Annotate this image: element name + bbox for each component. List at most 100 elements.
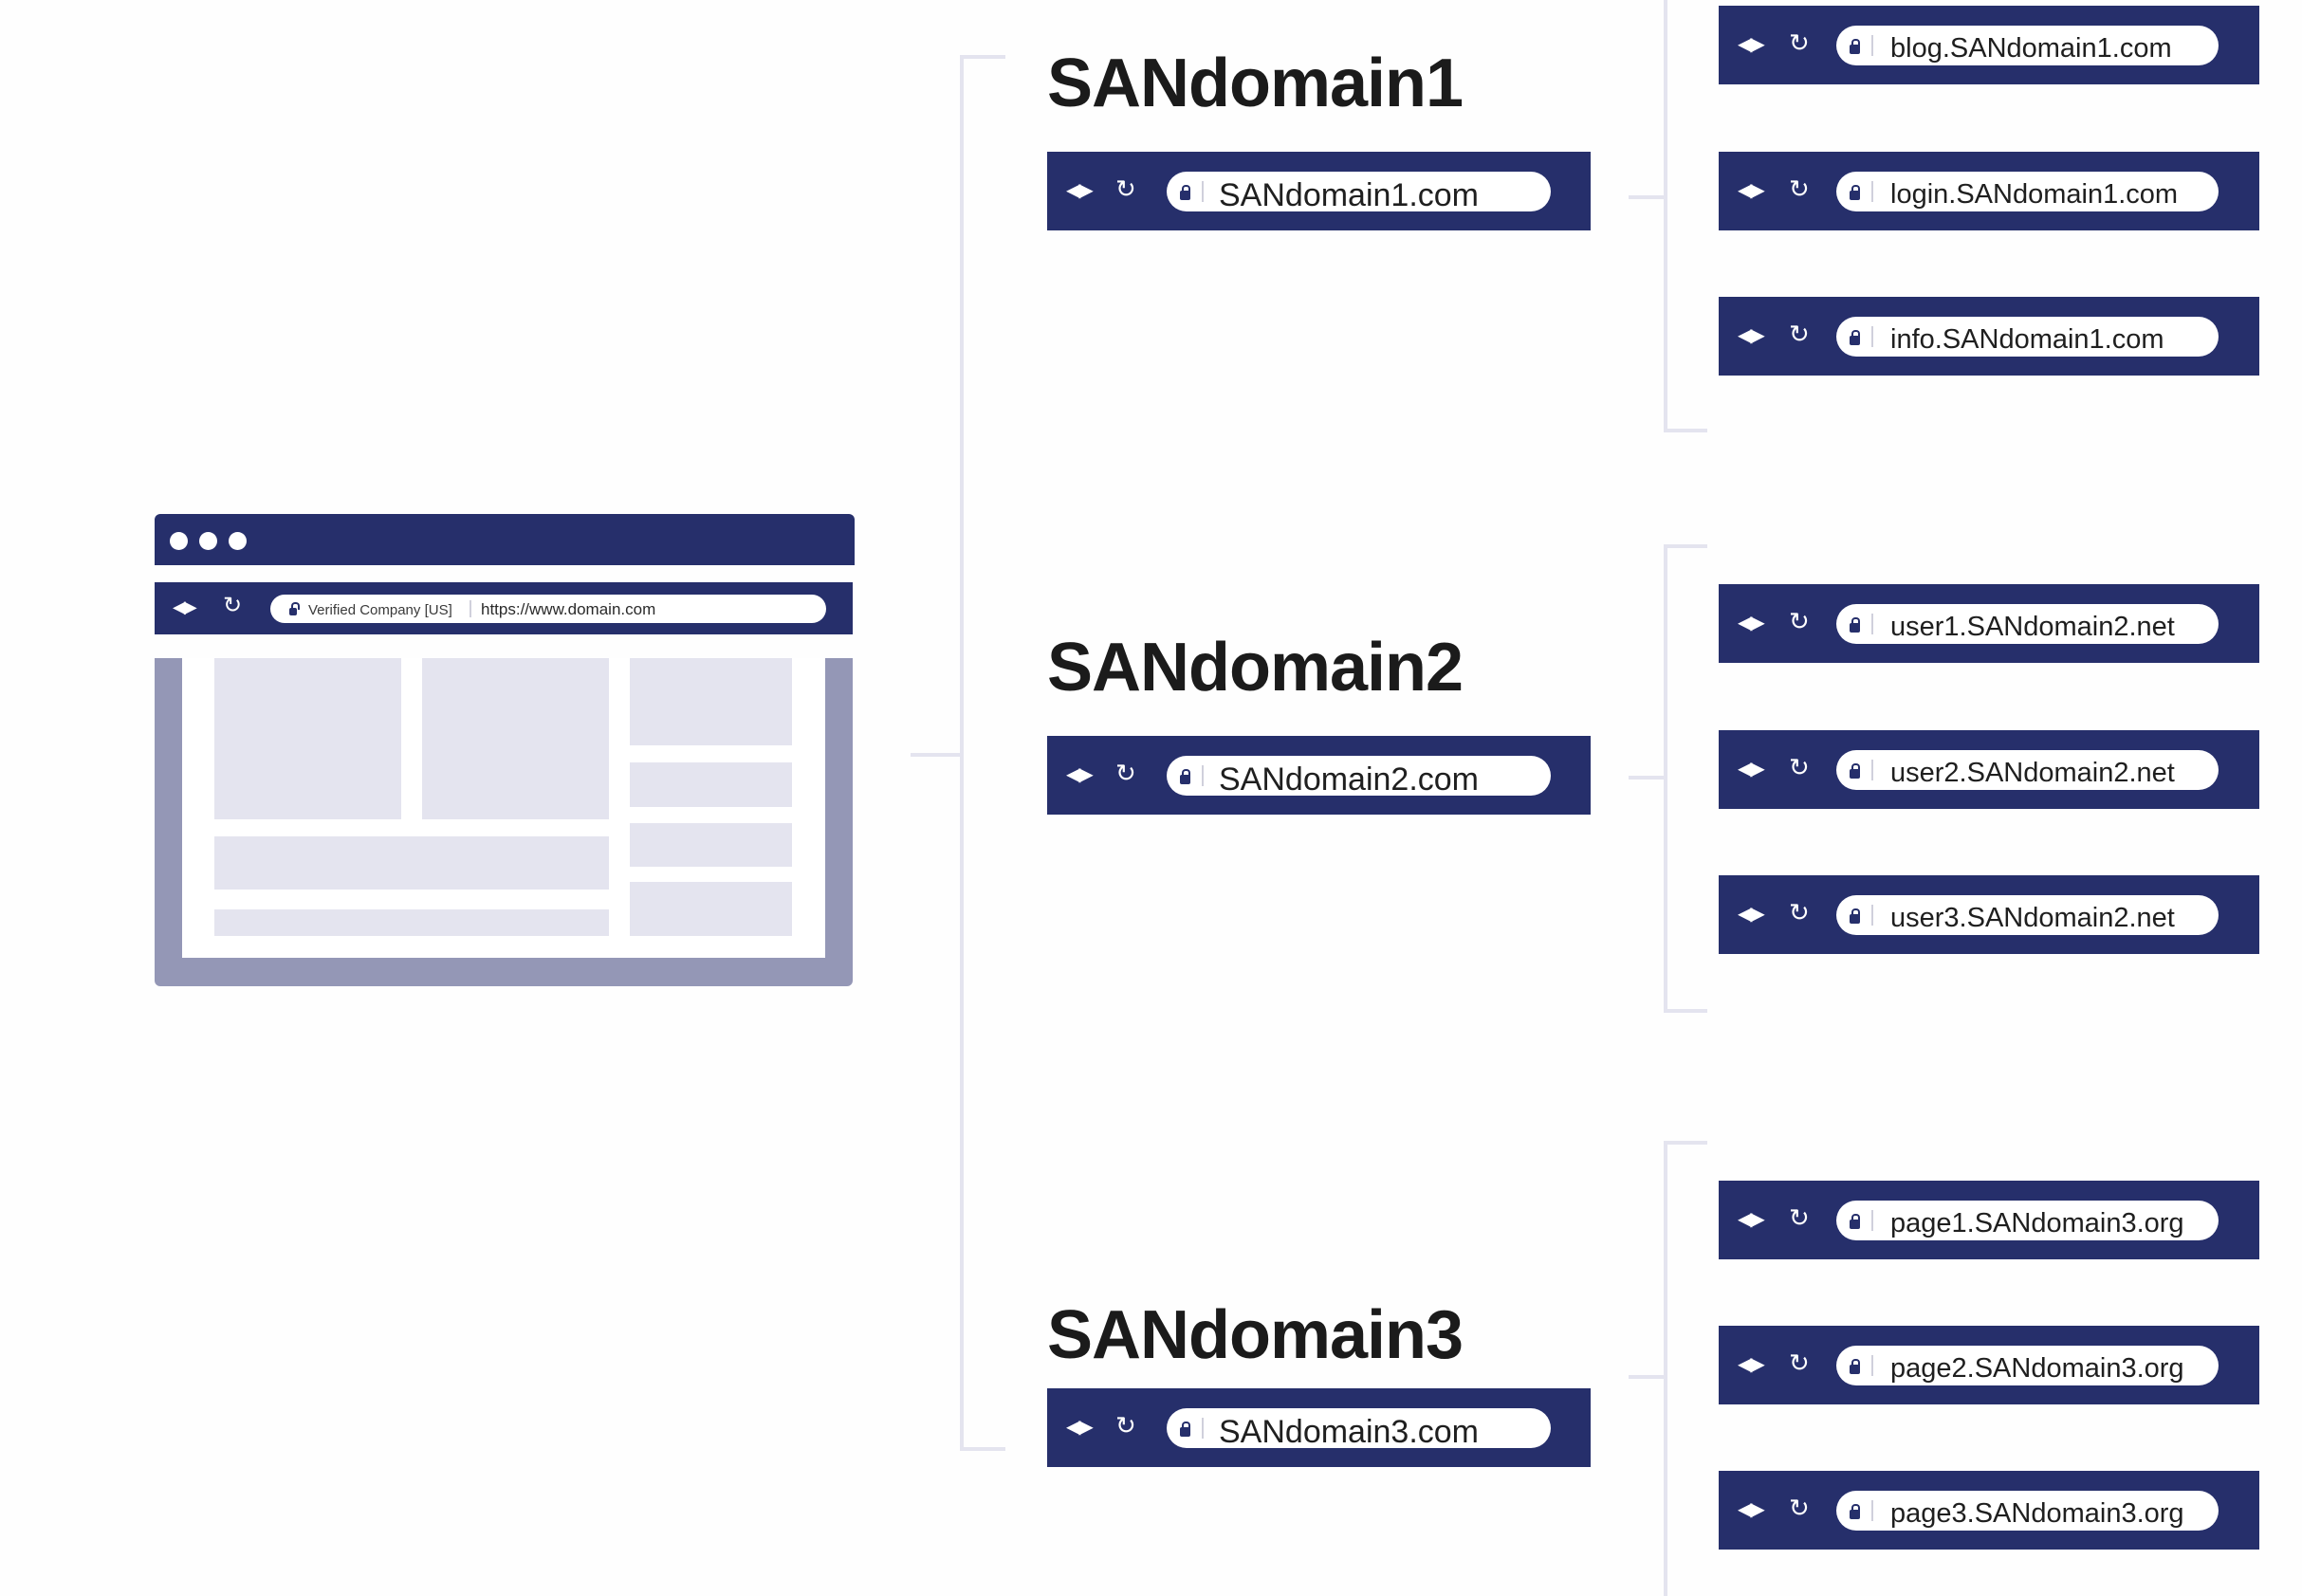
connector-group2-tick-top	[1664, 544, 1707, 548]
lock-icon	[1850, 1359, 1860, 1374]
subdomain-bar-2-3: ◀▶ ↻ user3.SANdomain2.net	[1719, 875, 2259, 954]
main-browser-titlebar	[155, 514, 855, 565]
url-separator	[1871, 760, 1873, 780]
url-separator	[1871, 1210, 1873, 1231]
window-dot-1	[170, 532, 188, 550]
content-placeholder-1	[214, 658, 401, 819]
domain-url-text-2: SANdomain2.com	[1219, 761, 1480, 798]
reload-icon: ↻	[1115, 174, 1136, 203]
url-separator	[1871, 35, 1873, 56]
lock-icon	[1850, 1214, 1860, 1229]
domain-browser-bar-1: ◀▶ ↻ SANdomain1.com	[1047, 152, 1591, 230]
connector-group1-tick-bottom	[1664, 429, 1707, 432]
window-dot-2	[199, 532, 217, 550]
subdomain-bar-2-2: ◀▶ ↻ user2.SANdomain2.net	[1719, 730, 2259, 809]
subdomain-url-text: user3.SANdomain2.net	[1890, 903, 2175, 933]
window-dot-3	[229, 532, 247, 550]
reload-icon: ↻	[1789, 320, 1810, 348]
connector-group3-vertical	[1664, 1141, 1667, 1596]
connector-sub-horizontal-1	[1629, 195, 1667, 199]
subdomain-url-bar: blog.SANdomain1.com	[1836, 26, 2219, 65]
subdomain-url-text: page2.SANdomain3.org	[1890, 1353, 2184, 1384]
subdomain-bar-1-3: ◀▶ ↻ info.SANdomain1.com	[1719, 297, 2259, 376]
lock-icon	[289, 602, 300, 615]
connector-sub-horizontal-2	[1629, 776, 1667, 780]
back-forward-icon: ◀▶	[1738, 180, 1765, 201]
lock-icon	[1180, 185, 1190, 200]
connector-main-horizontal	[911, 753, 963, 757]
content-placeholder-3	[630, 658, 792, 745]
reload-icon: ↻	[1789, 607, 1810, 635]
subdomain-url-bar: page1.SANdomain3.org	[1836, 1201, 2219, 1240]
connector-main-vertical	[960, 55, 964, 1451]
back-forward-icon: ◀▶	[1738, 1499, 1765, 1520]
lock-icon	[1850, 185, 1860, 200]
reload-icon: ↻	[1789, 753, 1810, 781]
lock-icon	[1850, 763, 1860, 779]
reload-icon: ↻	[1789, 1348, 1810, 1377]
connector-sub-horizontal-3	[1629, 1375, 1667, 1379]
back-forward-icon: ◀▶	[1066, 1417, 1094, 1438]
url-separator	[1871, 905, 1873, 926]
lock-icon	[1180, 769, 1190, 784]
domain-heading-2: SANdomain2	[1047, 630, 1464, 706]
back-forward-icon: ◀▶	[173, 597, 197, 616]
lock-icon	[1850, 617, 1860, 633]
reload-icon: ↻	[1789, 898, 1810, 926]
url-separator	[1202, 181, 1204, 202]
lock-icon	[1850, 1504, 1860, 1519]
back-forward-icon: ◀▶	[1066, 764, 1094, 785]
reload-icon: ↻	[1115, 1411, 1136, 1440]
url-separator	[1871, 181, 1873, 202]
domain-browser-bar-3: ◀▶ ↻ SANdomain3.com	[1047, 1388, 1591, 1467]
subdomain-bar-1-1: ◀▶ ↻ blog.SANdomain1.com	[1719, 6, 2259, 84]
domain-url-bar-1: SANdomain1.com	[1167, 172, 1551, 213]
url-separator	[1871, 326, 1873, 347]
reload-icon: ↻	[1115, 759, 1136, 787]
verified-company-label: Verified Company [US]	[308, 602, 452, 618]
content-placeholder-5	[214, 836, 609, 890]
back-forward-icon: ◀▶	[1738, 34, 1765, 55]
main-browser-toolbar: ◀▶ ↻ Verified Company [US] https://www.d…	[155, 582, 853, 634]
subdomain-url-text: page3.SANdomain3.org	[1890, 1498, 2184, 1529]
subdomain-url-bar: user1.SANdomain2.net	[1836, 604, 2219, 644]
back-forward-icon: ◀▶	[1738, 325, 1765, 346]
subdomain-url-text: user1.SANdomain2.net	[1890, 612, 2175, 642]
connector-group2-tick-bottom	[1664, 1009, 1707, 1013]
subdomain-url-bar: user3.SANdomain2.net	[1836, 895, 2219, 935]
url-separator	[1871, 614, 1873, 634]
content-placeholder-7	[214, 909, 609, 936]
connector-group3-tick-top	[1664, 1141, 1707, 1145]
back-forward-icon: ◀▶	[1738, 613, 1765, 633]
subdomain-url-text: blog.SANdomain1.com	[1890, 33, 2172, 64]
reload-icon: ↻	[1789, 1494, 1810, 1522]
subdomain-url-text: page1.SANdomain3.org	[1890, 1208, 2184, 1238]
subdomain-url-bar: page2.SANdomain3.org	[1836, 1346, 2219, 1385]
url-separator	[1871, 1355, 1873, 1376]
domain-heading-1: SANdomain1	[1047, 46, 1464, 121]
reload-icon: ↻	[1789, 1203, 1810, 1232]
back-forward-icon: ◀▶	[1738, 1354, 1765, 1375]
lock-icon	[1850, 330, 1860, 345]
reload-icon: ↻	[1789, 174, 1810, 203]
back-forward-icon: ◀▶	[1738, 904, 1765, 925]
reload-icon: ↻	[223, 593, 243, 618]
subdomain-url-bar: info.SANdomain1.com	[1836, 317, 2219, 357]
url-separator	[1202, 765, 1204, 786]
connector-main-tick-3	[960, 1447, 1005, 1451]
connector-group2-vertical	[1664, 544, 1667, 1013]
main-url-bar: Verified Company [US] https://www.domain…	[270, 595, 826, 623]
main-browser-frame	[155, 658, 853, 986]
connector-main-tick-1	[960, 55, 1005, 59]
url-separator	[470, 600, 471, 617]
subdomain-url-text: login.SANdomain1.com	[1890, 179, 2179, 210]
content-placeholder-4	[630, 762, 792, 807]
subdomain-url-bar: page3.SANdomain3.org	[1836, 1491, 2219, 1531]
domain-heading-3: SANdomain3	[1047, 1297, 1464, 1373]
back-forward-icon: ◀▶	[1066, 180, 1094, 201]
subdomain-bar-3-1: ◀▶ ↻ page1.SANdomain3.org	[1719, 1181, 2259, 1259]
subdomain-url-bar: login.SANdomain1.com	[1836, 172, 2219, 211]
content-placeholder-6	[630, 823, 792, 867]
back-forward-icon: ◀▶	[1738, 759, 1765, 780]
content-placeholder-2	[422, 658, 609, 819]
